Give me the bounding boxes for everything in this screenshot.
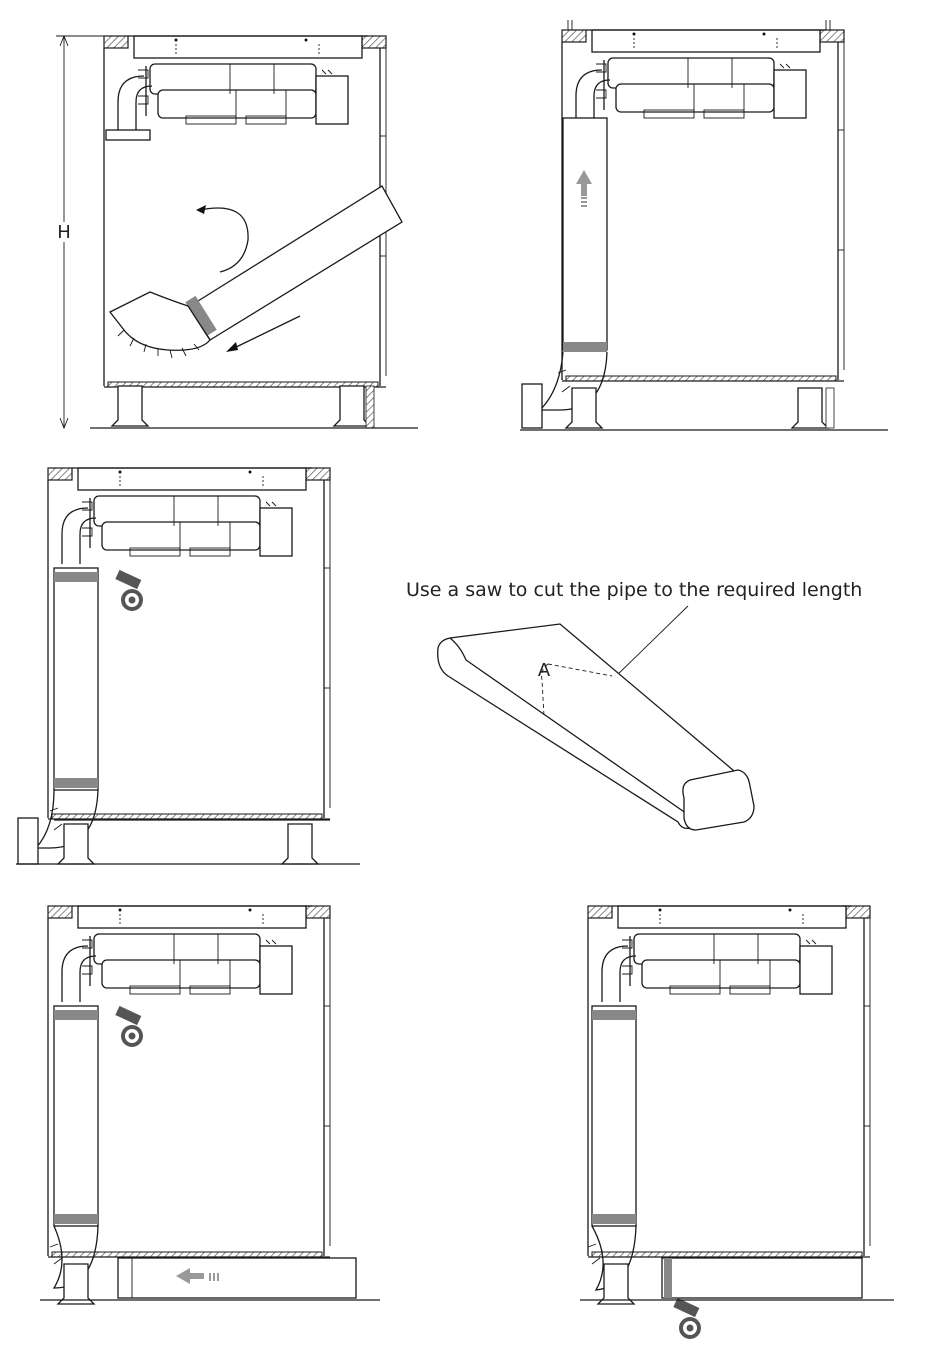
pipe-marker-label: A bbox=[538, 660, 551, 681]
rotating-duct bbox=[109, 185, 403, 359]
tape-roll-icon bbox=[115, 1005, 143, 1047]
panel-step-2-push-duct-up bbox=[520, 20, 888, 431]
slide-arrow bbox=[229, 315, 301, 351]
panel-step-6-tape-plinth-joint bbox=[580, 905, 894, 1339]
duct-pipe bbox=[437, 623, 755, 831]
panel-step-5-insert-plinth-duct bbox=[40, 905, 380, 1305]
tape-roll-icon bbox=[673, 1297, 701, 1339]
rotation-arrow bbox=[199, 207, 249, 273]
cut-instruction-text: Use a saw to cut the pipe to the require… bbox=[406, 579, 862, 601]
insert-left-arrow bbox=[176, 1268, 219, 1284]
panel-step-1-rotate-elbow: H bbox=[52, 34, 418, 430]
tape-roll-icon bbox=[115, 569, 143, 611]
up-arrow bbox=[576, 170, 592, 207]
height-label: H bbox=[57, 222, 71, 243]
panel-step-4-cut-pipe: Use a saw to cut the pipe to the require… bbox=[406, 579, 862, 831]
panel-step-3-tape-joints bbox=[16, 467, 360, 865]
